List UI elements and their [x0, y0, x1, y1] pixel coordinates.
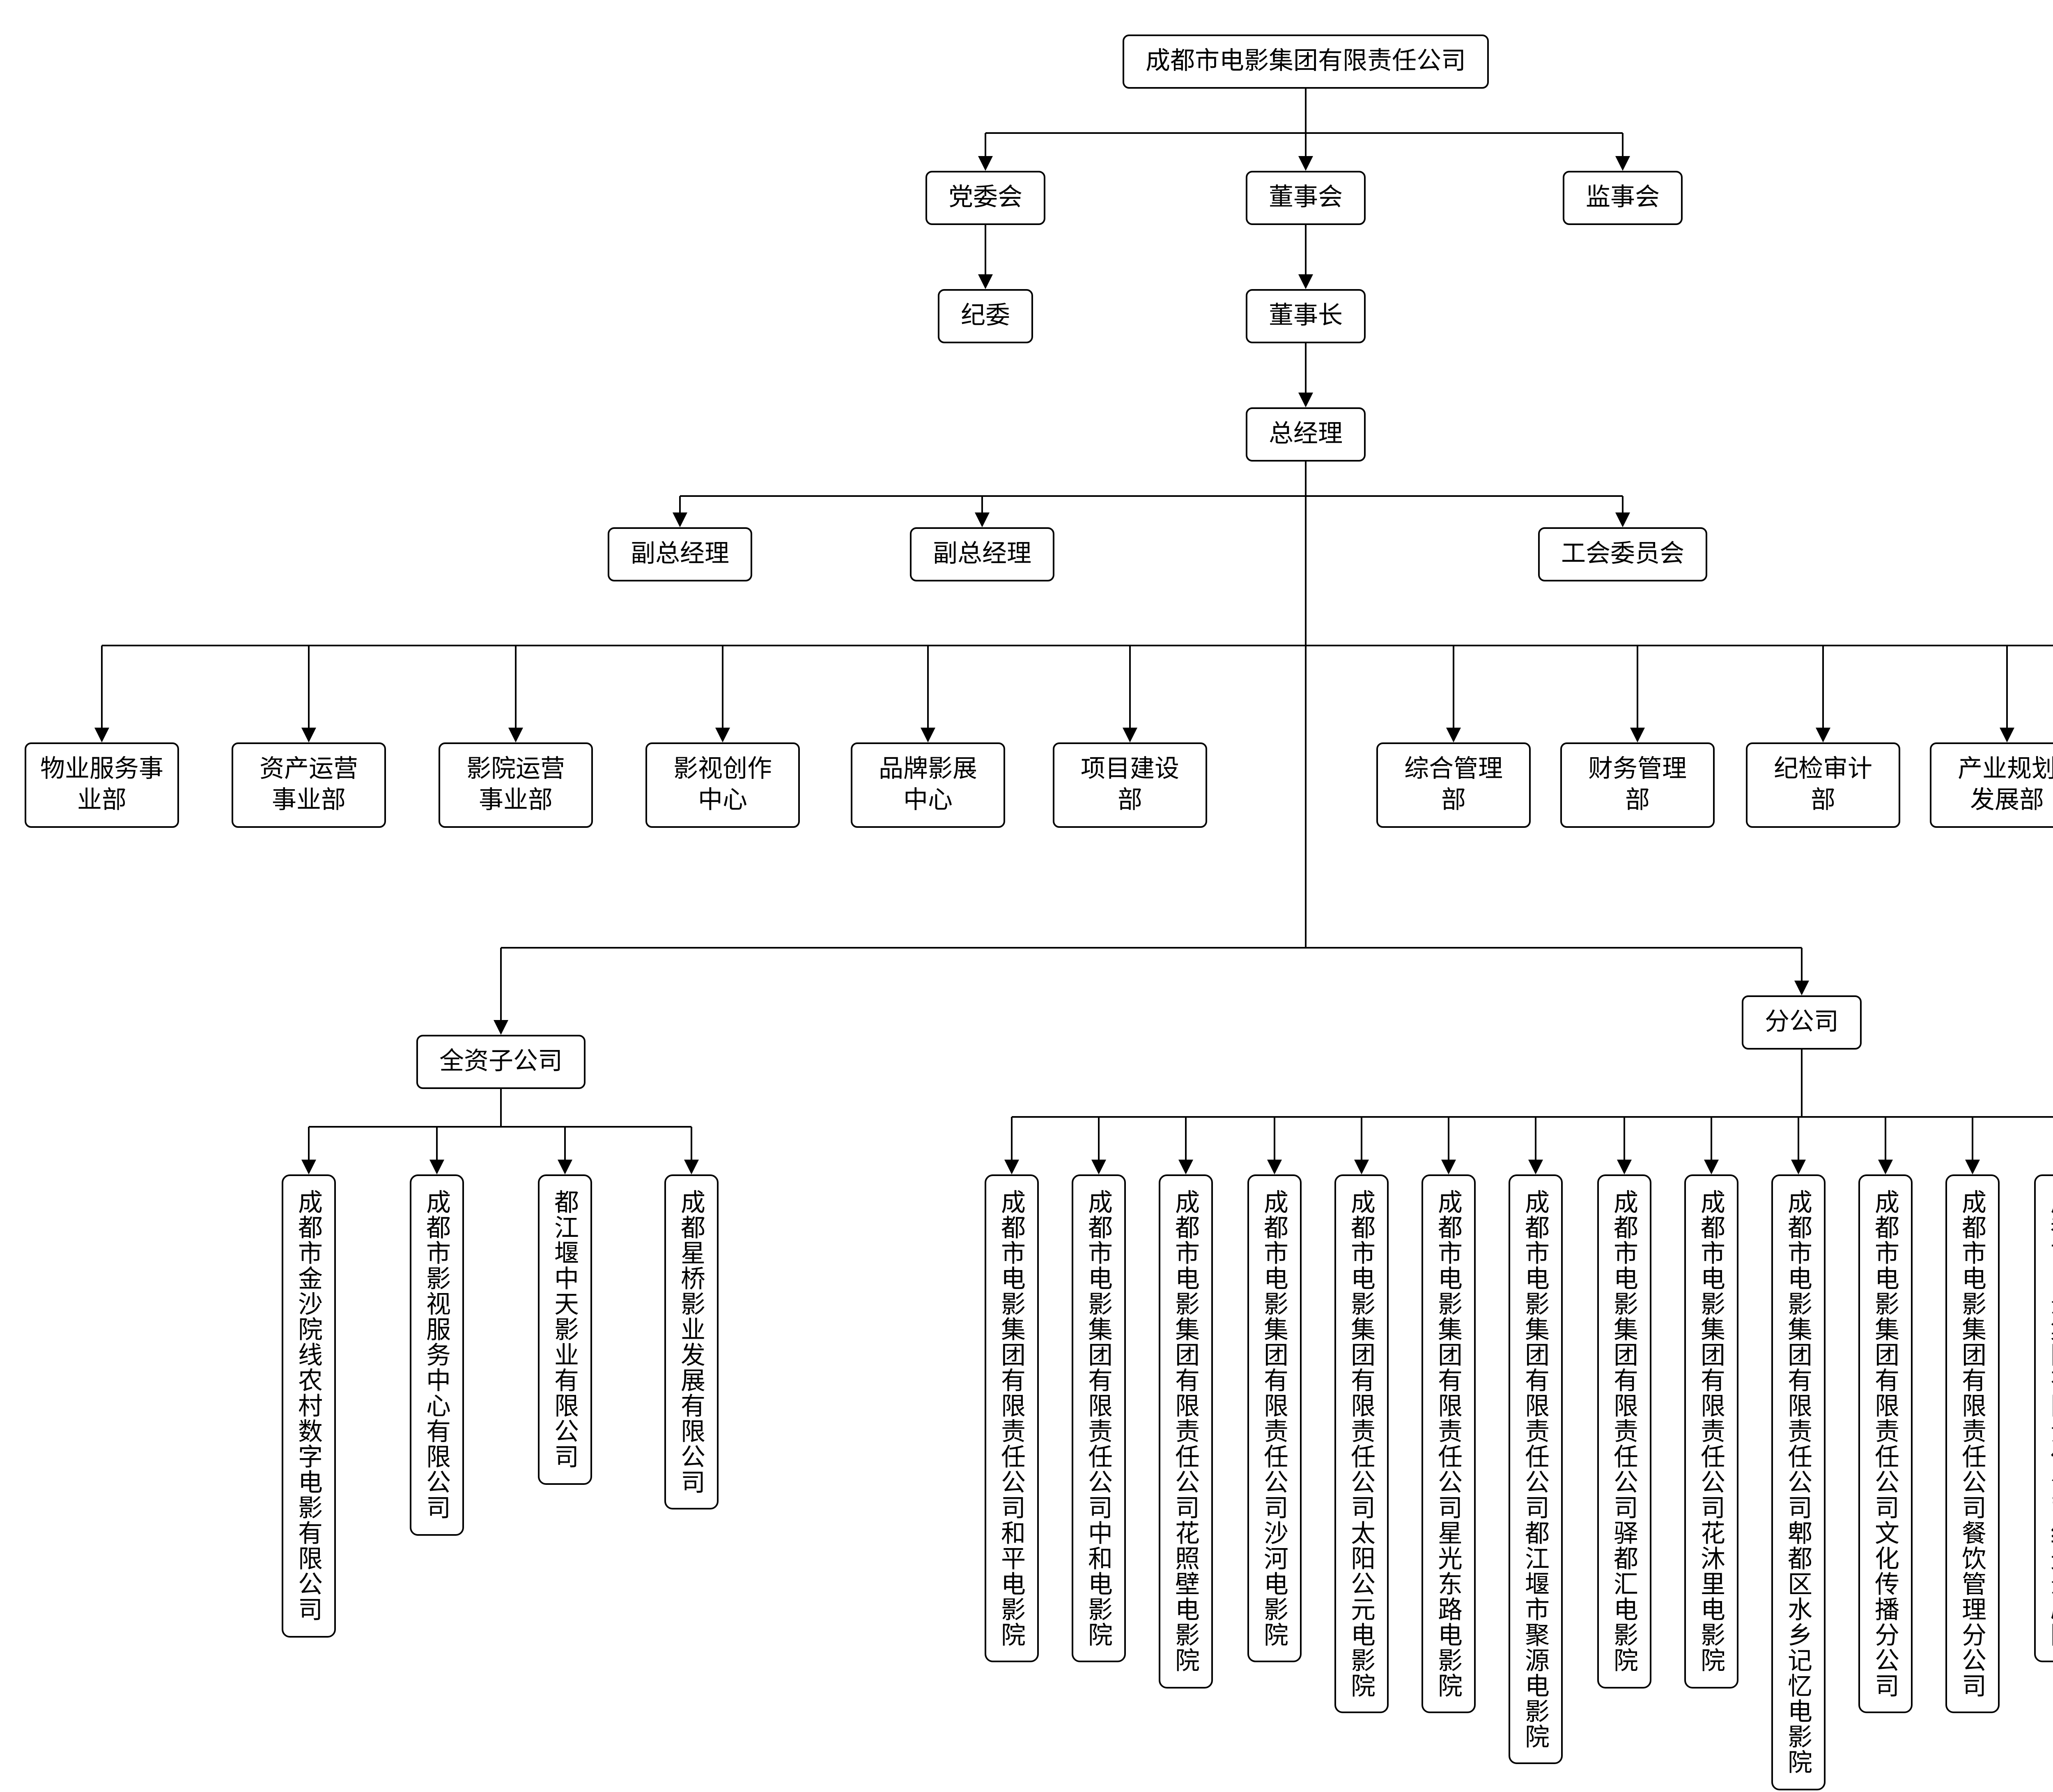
department-node: 财务管理 部 — [1560, 742, 1715, 827]
node-supervisory-board: 监事会 — [1562, 171, 1683, 225]
branch-company-node: 成都市电影集团有限责任公司红光影剧院 — [2034, 1174, 2053, 1662]
department-node: 产业规划 发展部 — [1930, 742, 2053, 827]
node-union-committee: 工会委员会 — [1538, 527, 1708, 581]
subsidiary-node: 成都市影视服务中心有限公司 — [410, 1174, 464, 1535]
node-board-of-directors: 董事会 — [1245, 171, 1366, 225]
node-deputy-gm-2: 副总经理 — [909, 527, 1055, 581]
department-node: 物业服务事 业部 — [25, 742, 179, 827]
department-node: 影视创作 中心 — [645, 742, 800, 827]
branch-company-node: 成都市电影集团有限责任公司花沐里电影院 — [1684, 1174, 1738, 1688]
branch-company-node: 成都市电影集团有限责任公司郫都区水乡记忆电影院 — [1771, 1174, 1826, 1790]
branch-company-node: 成都市电影集团有限责任公司文化传播分公司 — [1858, 1174, 1913, 1713]
node-party-committee: 党委会 — [925, 171, 1046, 225]
branch-company-node: 成都市电影集团有限责任公司沙河电影院 — [1247, 1174, 1302, 1662]
node-discipline-committee: 纪委 — [937, 289, 1033, 343]
node-wholly-owned-group: 全资子公司 — [416, 1035, 586, 1089]
department-node: 资产运营 事业部 — [232, 742, 386, 827]
subsidiary-node: 成都市金沙院线农村数字电影有限公司 — [282, 1174, 336, 1637]
branch-company-node: 成都市电影集团有限责任公司和平电影院 — [985, 1174, 1039, 1662]
department-node: 项目建设 部 — [1053, 742, 1207, 827]
node-deputy-gm-1: 副总经理 — [607, 527, 753, 581]
department-node: 综合管理 部 — [1376, 742, 1531, 827]
subsidiary-node: 成都星桥影业发展有限公司 — [664, 1174, 719, 1509]
node-general-manager: 总经理 — [1245, 407, 1366, 461]
department-node: 影院运营 事业部 — [439, 742, 593, 827]
branch-company-node: 成都市电影集团有限责任公司中和电影院 — [1072, 1174, 1126, 1662]
department-node: 品牌影展 中心 — [851, 742, 1005, 827]
subsidiary-node: 都江堰中天影业有限公司 — [538, 1174, 592, 1484]
branch-company-node: 成都市电影集团有限责任公司驿都汇电影院 — [1597, 1174, 1651, 1688]
branch-company-node: 成都市电影集团有限责任公司花照壁电影院 — [1159, 1174, 1213, 1688]
node-chairman: 董事长 — [1245, 289, 1366, 343]
org-root-node: 成都市电影集团有限责任公司 — [1122, 34, 1489, 88]
branch-company-node: 成都市电影集团有限责任公司都江堰市聚源电影院 — [1509, 1174, 1563, 1764]
node-branch-group: 分公司 — [1741, 995, 1862, 1049]
branch-company-node: 成都市电影集团有限责任公司星光东路电影院 — [1421, 1174, 1476, 1713]
branch-company-node: 成都市电影集团有限责任公司太阳公元电影院 — [1334, 1174, 1389, 1713]
department-node: 纪检审计 部 — [1746, 742, 1900, 827]
branch-company-node: 成都市电影集团有限责任公司餐饮管理分公司 — [1945, 1174, 2000, 1713]
